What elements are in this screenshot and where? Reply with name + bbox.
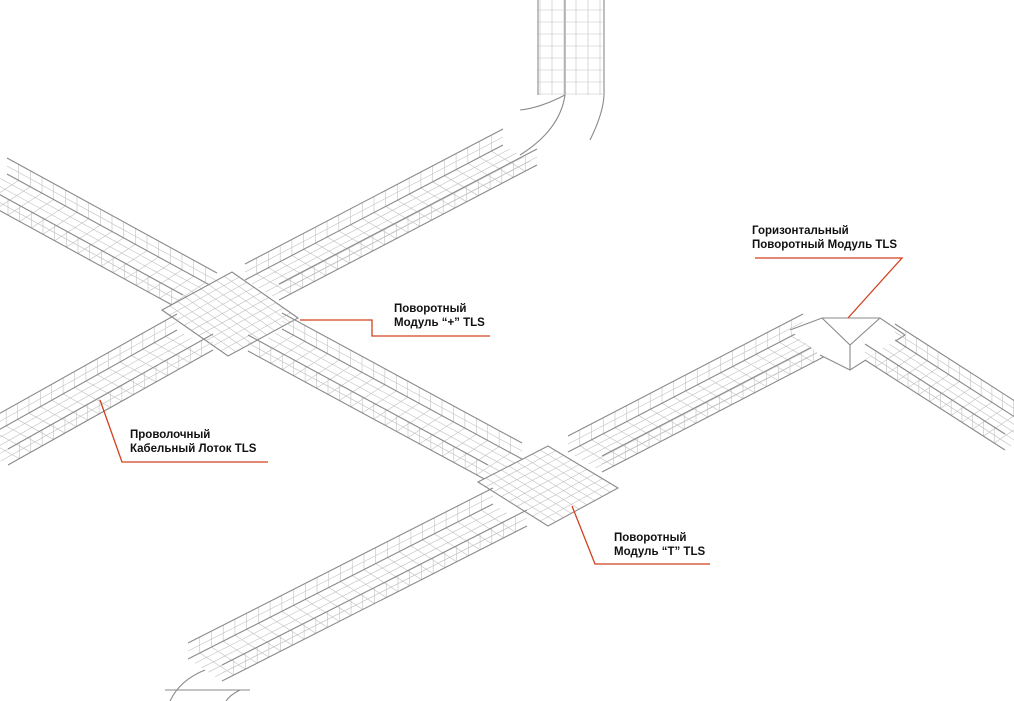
vertical-bend [519,0,605,156]
tray-cross-southeast-edges [247,312,523,482]
tray-cross-southwest-edges [0,313,214,466]
tray-east [864,323,1014,451]
tray-upper-left-mesh [0,164,218,307]
tray-upper-left [0,157,218,312]
vertical-bend-mesh [538,0,604,95]
cross-junction [160,271,300,357]
cross-junction-mesh [169,275,291,353]
horizontal-turn-module [789,317,906,371]
label-wire-tray-line2: Кабельный Лоток TLS [130,443,257,455]
tray-cross-southeast-mesh [247,319,523,477]
tray-cross-southwest [0,313,214,466]
label-horizontal-module-line1: Горизонтальный [752,225,849,237]
vertical-bend-edges [519,0,605,156]
tray-tee-southwest-mesh [187,493,528,677]
tray-cross-southeast [247,312,523,482]
leader-wire-tray [99,399,268,463]
tee-junction-mesh [485,449,611,523]
tray-tee-northeast-edges [567,313,838,473]
label-tee-module: Поворотный Модуль “T” TLS [614,531,705,559]
tray-upper-left-floor-fill [0,174,217,311]
horizontal-turn-edges [789,317,906,371]
tray-cross-southeast-floor-fill [248,329,522,481]
tee-junction-fill [478,446,618,526]
label-wire-tray: Проволочный Кабельный Лоток TLS [130,428,256,456]
label-cross-module: Поворотный Модуль “+” TLS [394,302,485,330]
tray-cross-northeast [244,128,538,301]
label-cross-module-line2: Модуль “+” TLS [394,317,485,329]
tray-tee-northeast [567,313,838,473]
cross-junction-fill [162,272,298,356]
bottom-bend-edges [165,669,250,701]
tray-tee-southwest [187,487,528,682]
label-horizontal-module-line2: Поворотный Модуль TLS [752,239,898,251]
tray-cross-northeast-edges [244,128,538,301]
leader-cross-module [300,319,490,337]
tray-east-mesh [864,330,1014,447]
bottom-bend [165,669,250,701]
tray-tee-southwest-edges [187,487,528,682]
leader-horizontal-module [755,257,904,319]
horizontal-turn-fill [790,318,905,370]
label-wire-tray-line1: Проволочный [130,429,211,441]
cross-junction-edge [160,271,300,357]
leader-lines [99,257,904,565]
label-cross-module-line1: Поворотный [394,303,467,315]
vertical-bend-rise [519,0,566,111]
label-tee-module-line1: Поворотный [614,532,687,544]
tray-cross-southwest-mesh [0,320,214,462]
label-horizontal-module: Горизонтальный Поворотный Модуль TLS [752,224,897,252]
tray-upper-left-edges [0,157,218,312]
tray-cross-northeast-mesh [244,135,538,297]
leader-tee-module [571,505,710,565]
label-tee-module-line2: Модуль “T” TLS [614,546,706,558]
tray-east-edges [864,323,1014,451]
